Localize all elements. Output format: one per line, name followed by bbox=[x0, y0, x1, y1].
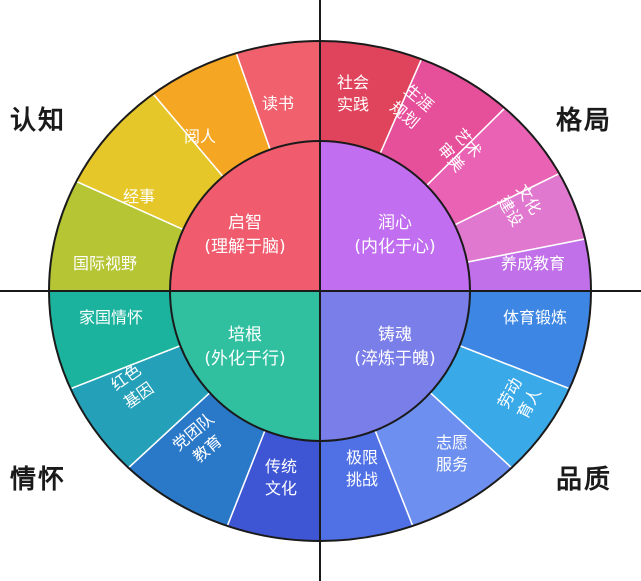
segment-label: 志愿服务 bbox=[436, 433, 468, 474]
segment-label-line: 实践 bbox=[337, 95, 369, 114]
segment-label: 极限挑战 bbox=[346, 448, 378, 489]
core-label-line: (理解于脑) bbox=[204, 237, 285, 257]
core-label-line: (内化于心) bbox=[354, 237, 435, 257]
corner-label-sentiment: 情怀 bbox=[10, 465, 67, 495]
segment-label: 养成教育 bbox=[501, 254, 565, 273]
segment-label-line: 养成教育 bbox=[501, 254, 565, 273]
segment-label: 传统文化 bbox=[265, 457, 297, 498]
segment-label: 体育锻炼 bbox=[503, 308, 567, 327]
core-label-line: (淬炼于魄) bbox=[354, 349, 435, 369]
segment-label-line: 志愿 bbox=[436, 433, 468, 452]
core-label: 培根 (外化于行) bbox=[204, 325, 285, 369]
core-label: 润心 (内化于心) bbox=[354, 213, 435, 257]
core-quadrant bbox=[320, 141, 470, 291]
segment-label-line: 体育锻炼 bbox=[503, 308, 567, 327]
segment-label-line: 国际视野 bbox=[73, 254, 137, 273]
core-quadrant bbox=[320, 291, 470, 441]
core-label-line: 铸魂 bbox=[378, 325, 412, 345]
core-label-line: 培根 bbox=[228, 325, 262, 345]
segment-label: 经事 bbox=[123, 187, 155, 206]
core-quadrant bbox=[170, 141, 320, 291]
segment-label: 阅人 bbox=[184, 127, 216, 146]
segment-label-line: 社会 bbox=[337, 73, 369, 92]
segment-label-line: 阅人 bbox=[184, 127, 216, 146]
segment-label-line: 极限 bbox=[346, 448, 378, 467]
corner-label-quality: 品质 bbox=[556, 465, 613, 495]
core-quadrant bbox=[170, 291, 320, 441]
core-label-line: 启智 bbox=[228, 213, 262, 233]
segment-label: 国际视野 bbox=[73, 254, 137, 273]
core-label-line: 润心 bbox=[378, 213, 412, 233]
core-circle bbox=[169, 140, 471, 442]
core-labels: 启智 (理解于脑) 润心 (内化于心) 培根 (外化于行) 铸魂 (淬炼于魄) bbox=[204, 213, 435, 369]
segment-label-line: 经事 bbox=[123, 187, 155, 206]
segment-label: 读书 bbox=[262, 94, 294, 113]
corner-label-cognition: 认知 bbox=[10, 106, 67, 136]
core-label: 启智 (理解于脑) bbox=[204, 213, 285, 257]
segment-label: 家国情怀 bbox=[79, 308, 143, 327]
segment-label-line: 家国情怀 bbox=[79, 308, 143, 327]
segment-label-line: 文化 bbox=[265, 479, 297, 498]
segment-label-line: 读书 bbox=[262, 94, 294, 113]
segment-label-line: 传统 bbox=[265, 457, 297, 476]
corner-label-vision: 格局 bbox=[556, 106, 613, 136]
core-label-line: (外化于行) bbox=[204, 349, 285, 369]
segment-label-line: 挑战 bbox=[346, 470, 378, 489]
segment-label-line: 服务 bbox=[436, 455, 468, 474]
segment-label: 社会实践 bbox=[337, 73, 369, 114]
core-label: 铸魂 (淬炼于魄) bbox=[354, 325, 435, 369]
